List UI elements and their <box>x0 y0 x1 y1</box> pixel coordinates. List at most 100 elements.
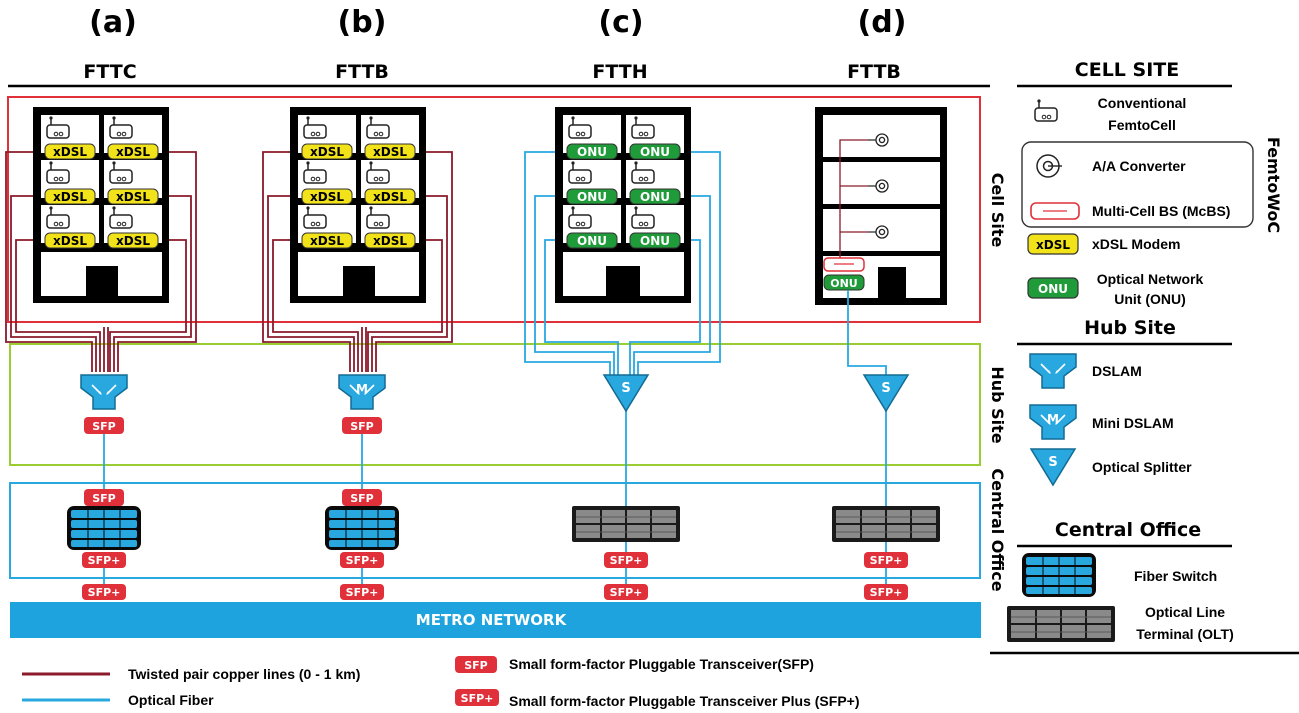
sfp-plus-label-b-co: SFP+ <box>346 554 379 567</box>
legend-sfp-plus-desc: Small form-factor Pluggable Transceiver … <box>509 693 860 709</box>
xdsl-legend-badge <box>1027 233 1079 255</box>
column-label-fttc: FTTC <box>83 61 136 83</box>
column-headers: (a) (b) (c) (d) FTTC FTTB FTTH FTTB <box>8 5 990 88</box>
splitter-letter-d: S <box>881 381 890 396</box>
column-b-fttb: xDSL xDSL xDSL xDSL xDSL xDSL M SFP SFP … <box>262 107 453 600</box>
zone-label-cell-site: Cell Site <box>988 173 1007 248</box>
splitter-legend-letter: S <box>1048 455 1057 470</box>
sfp-plus-label-a-co: SFP+ <box>88 554 121 567</box>
legend-fiber: Optical Fiber <box>128 692 214 708</box>
legend-title-hub-site: Hub Site <box>1084 317 1176 339</box>
onu-label-c5: ONU <box>577 234 607 248</box>
legend-fiber-switch: Fiber Switch <box>1134 568 1217 584</box>
sfp-plus-label-d-co: SFP+ <box>870 554 903 567</box>
bottom-legend: Twisted pair copper lines (0 - 1 km) Opt… <box>22 656 860 709</box>
column-letter-b: (b) <box>338 5 387 40</box>
column-a-fttc: xDSL xDSL xDSL xDSL xDSL xDSL SFP SFP SF… <box>5 107 197 600</box>
olt-icon-c <box>571 505 681 543</box>
xdsl-label-a1: xDSL <box>53 145 87 159</box>
sfp-plus-label-a-metro: SFP+ <box>88 586 121 599</box>
legend-conventional-femtocell-2: FemtoCell <box>1108 117 1176 133</box>
fiber-lines-c <box>524 151 721 584</box>
sfp-legend-badge-label: SFP <box>464 659 488 672</box>
column-letter-d: (d) <box>858 5 907 40</box>
side-legend: CELL SITE Conventional FemtoCell FemtoWo… <box>990 59 1299 655</box>
zone-label-central-office: Central Office <box>988 468 1007 591</box>
sfp-legend-badge <box>455 656 497 673</box>
xdsl-label-b5: xDSL <box>310 234 344 248</box>
legend-title-central-office: Central Office <box>1055 519 1201 541</box>
xdsl-label-a2: xDSL <box>116 145 150 159</box>
xdsl-label-b4: xDSL <box>373 190 407 204</box>
fiber-switch-icon-a <box>66 505 142 551</box>
fiber-switch-legend-icon <box>1021 552 1097 598</box>
fiber-switch-icon-b <box>324 505 400 551</box>
legend-optical-splitter: Optical Splitter <box>1092 459 1192 475</box>
splitter-letter-c: S <box>621 381 630 396</box>
sfp-plus-label-c-metro: SFP+ <box>610 586 643 599</box>
metro-network-label: METRO NETWORK <box>416 611 568 629</box>
legend-olt-2: Terminal (OLT) <box>1136 626 1233 642</box>
mini-dslam-letter-b: M <box>356 382 368 396</box>
xdsl-label-b3: xDSL <box>310 190 344 204</box>
femtowoc-group-box <box>1021 141 1254 228</box>
legend-onu-2: Unit (ONU) <box>1114 291 1186 307</box>
xdsl-label-b2: xDSL <box>373 145 407 159</box>
column-label-fttb-d: FTTB <box>847 61 901 83</box>
xdsl-label-b6: xDSL <box>373 234 407 248</box>
mini-dslam-legend-letter: M <box>1047 412 1059 426</box>
onu-label-d: ONU <box>830 277 858 290</box>
legend-olt-1: Optical Line <box>1145 604 1225 620</box>
xdsl-label-a4: xDSL <box>116 190 150 204</box>
dslam-icon-a <box>80 374 128 410</box>
onu-label-c3: ONU <box>577 190 607 204</box>
legend-dslam: DSLAM <box>1092 363 1142 379</box>
column-c-ftth: ONU ONU ONU ONU ONU ONU S SFP+ SFP+ <box>524 107 721 600</box>
sfp-plus-legend-badge <box>455 689 499 706</box>
legend-conventional-femtocell-1: Conventional <box>1098 95 1187 111</box>
xdsl-label-a6: xDSL <box>116 234 150 248</box>
olt-icon-d <box>831 505 941 543</box>
onu-label-c6: ONU <box>640 234 670 248</box>
sfp-plus-label-b-metro: SFP+ <box>346 586 379 599</box>
legend-copper: Twisted pair copper lines (0 - 1 km) <box>128 666 360 682</box>
legend-femtowoc: FemtoWoC <box>1264 137 1283 233</box>
sfp-label-a-co: SFP <box>92 492 116 505</box>
legend-title-cell-site: CELL SITE <box>1075 59 1179 81</box>
cell-site-zone <box>7 96 981 323</box>
zone-label-hub-site: Hub Site <box>988 366 1007 443</box>
legend-sfp-desc: Small form-factor Pluggable Transceiver(… <box>509 656 814 672</box>
dslam-legend-icon <box>1029 353 1077 389</box>
legend-aa-converter: A/A Converter <box>1092 158 1186 174</box>
column-d-fttb: ONU S SFP+ SFP+ <box>815 107 947 600</box>
column-letter-a: (a) <box>89 5 137 40</box>
copper-lines-d <box>839 139 868 258</box>
sfp-plus-label-d-metro: SFP+ <box>870 586 903 599</box>
sfp-plus-legend-badge-label: SFP+ <box>461 692 494 705</box>
olt-legend-icon <box>1006 605 1116 643</box>
legend-xdsl-modem: xDSL Modem <box>1092 236 1180 252</box>
legend-mcbs: Multi-Cell BS (McBS) <box>1092 203 1230 219</box>
legend-mini-dslam: Mini DSLAM <box>1092 415 1174 431</box>
copper-lines-b <box>262 151 453 372</box>
onu-label-c4: ONU <box>640 190 670 204</box>
onu-legend-badge-label: ONU <box>1038 282 1068 296</box>
legend-onu-1: Optical Network <box>1097 271 1204 287</box>
xdsl-legend-badge-label: xDSL <box>1036 238 1070 252</box>
femtocell-legend-icon <box>1034 98 1058 122</box>
column-label-fttb-b: FTTB <box>335 61 389 83</box>
central-office-zone <box>9 482 981 579</box>
sfp-label-b-hub: SFP <box>350 420 374 433</box>
mcbs-legend-icon <box>1030 202 1080 220</box>
column-label-ftth: FTTH <box>592 61 647 83</box>
xdsl-label-b1: xDSL <box>310 145 344 159</box>
onu-label-c1: ONU <box>577 145 607 159</box>
sfp-label-b-co: SFP <box>350 492 374 505</box>
onu-legend-badge <box>1027 277 1079 299</box>
copper-lines-a <box>5 151 197 372</box>
xdsl-label-a5: xDSL <box>53 234 87 248</box>
aa-converter-legend-icon <box>1036 154 1062 178</box>
xdsl-label-a3: xDSL <box>53 190 87 204</box>
sfp-label-a-hub: SFP <box>92 420 116 433</box>
